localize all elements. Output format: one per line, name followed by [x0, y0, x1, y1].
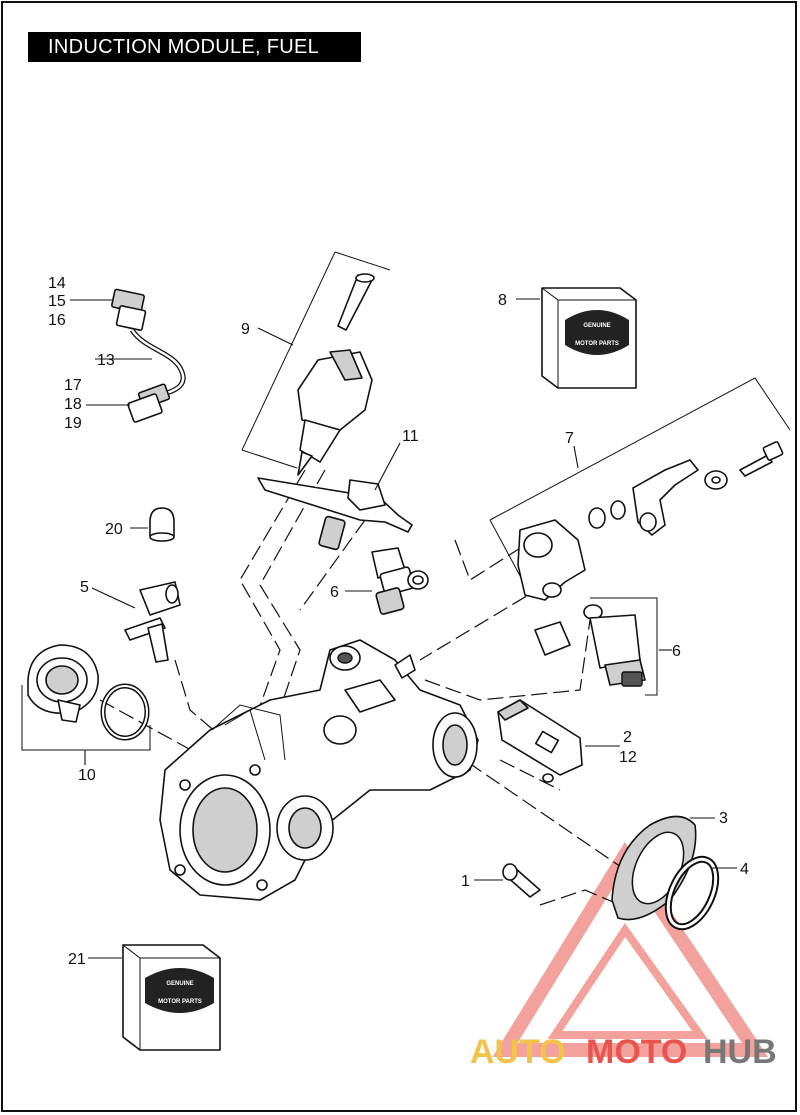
callout-19: 19	[64, 415, 82, 432]
sensor-9	[297, 273, 375, 476]
callout-12: 12	[619, 749, 637, 766]
callout-1: 1	[461, 873, 470, 890]
bracket-11	[257, 477, 413, 551]
watermark-hub: HUB	[703, 1033, 777, 1071]
watermark-auto: AUTO	[470, 1033, 566, 1071]
box-21-label-bottom: MOTOR PARTS	[158, 999, 202, 1005]
callout-13: 13	[97, 352, 115, 369]
group-brackets	[21, 251, 791, 751]
wiring-harness-13	[111, 288, 186, 423]
sensor-5	[124, 581, 181, 663]
callout-21: 21	[68, 951, 86, 968]
seal-4	[664, 855, 720, 931]
callout-5: 5	[80, 579, 89, 596]
screw-1	[502, 863, 541, 898]
callout-16: 16	[48, 312, 66, 329]
watermark-text: AUTO MOTO HUB	[470, 1033, 777, 1071]
watermark-logo	[492, 842, 769, 1057]
box-21-label-top: GENUINE	[166, 981, 193, 987]
callout-8: 8	[498, 292, 507, 309]
callout-4: 4	[740, 861, 749, 878]
callout-7: 7	[565, 430, 574, 447]
box-8-label-top: GENUINE	[583, 323, 610, 329]
callout-6-upper: 6	[330, 584, 339, 601]
callout-11: 11	[402, 428, 419, 445]
assembly-dashed-lines	[99, 469, 641, 906]
throttle-body	[159, 639, 479, 901]
callout-3: 3	[719, 810, 728, 827]
callout-20: 20	[105, 521, 123, 538]
page-title: INDUCTION MODULE, FUEL	[28, 32, 361, 62]
leader-lines	[70, 298, 737, 959]
box-8-label-bottom: MOTOR PARTS	[575, 341, 619, 347]
fuel-injector-6a	[371, 547, 429, 615]
callout-9: 9	[241, 321, 250, 338]
fuel-rail-7	[517, 441, 784, 601]
genuine-parts-box-8: GENUINE MOTOR PARTS	[541, 287, 637, 389]
callout-17: 17	[64, 377, 82, 394]
cap-20	[149, 507, 175, 542]
callout-6-lower: 6	[672, 643, 681, 660]
cover-and-oring-10	[27, 644, 150, 741]
callout-18: 18	[64, 396, 82, 413]
map-sensor-2	[497, 699, 583, 783]
genuine-parts-box-21: GENUINE MOTOR PARTS	[122, 944, 221, 1051]
callout-14: 14	[48, 275, 66, 292]
callout-labels: 14 15 16 13 17 18 19 9 8 7 11 20 5 6 6 1…	[48, 275, 749, 968]
watermark-moto: MOTO	[586, 1033, 687, 1071]
callout-15: 15	[48, 293, 66, 310]
callout-2: 2	[623, 729, 632, 746]
callout-10: 10	[78, 767, 96, 784]
fuel-injector-6b	[534, 604, 646, 687]
